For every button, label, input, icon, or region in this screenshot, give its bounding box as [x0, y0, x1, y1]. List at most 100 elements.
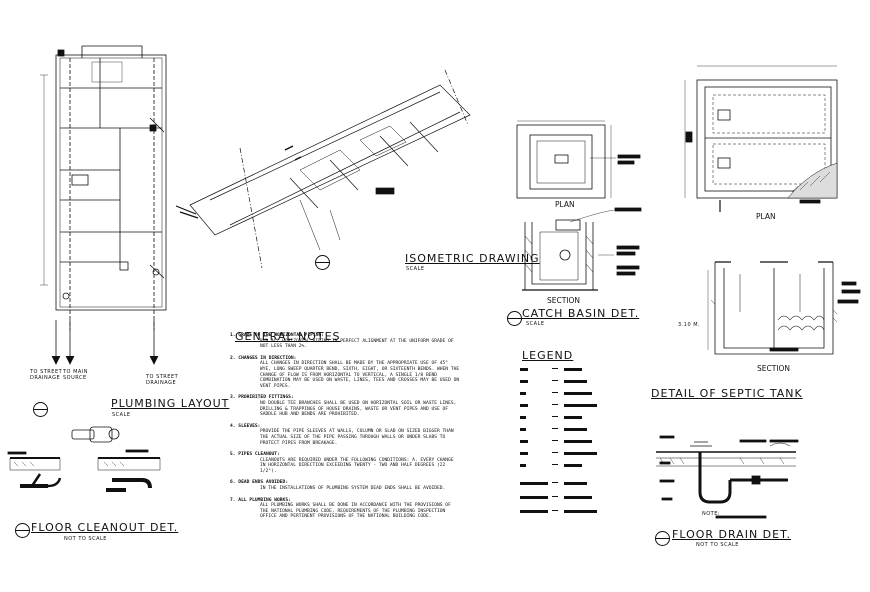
- view-marker-catch-basin: [507, 311, 522, 326]
- legend-row: [512, 416, 632, 421]
- legend-description: [564, 392, 592, 395]
- catch-basin-scale: SCALE: [526, 321, 545, 327]
- general-note-heading: 3. PROHIBITED FITTINGS:: [230, 395, 294, 401]
- view-marker-isometric: [315, 255, 330, 270]
- general-note-heading: 7. ALL PLUMBING WORKS:: [230, 497, 291, 503]
- general-note-item: 4. SLEEVES:PROVIDE THE PIPE SLEEVES AT W…: [230, 424, 460, 446]
- to-street-drainage-right: TO STREET DRAINAGE: [146, 374, 179, 386]
- general-note-item: 1. GRADE OF THE HORIZONTAL PIPING:RUN AL…: [230, 333, 460, 350]
- legend-dash: [552, 404, 558, 405]
- general-note-heading: 5. PIPES CLEANOUT:: [230, 452, 280, 458]
- legend-row: [512, 464, 632, 469]
- legend-symbol: [520, 380, 528, 383]
- legend-row: [512, 392, 632, 397]
- floor-drain-title: FLOOR DRAIN DET.: [672, 528, 792, 541]
- legend-description: [564, 464, 582, 467]
- legend-dash: [552, 392, 558, 393]
- general-note-body: NO DOUBLE TEE BRANCHES SHALL BE USED ON …: [260, 400, 457, 418]
- general-note-item: 2. CHANGES IN DIRECTION:ALL CHANGES IN D…: [230, 356, 460, 390]
- legend-symbol: [520, 392, 526, 395]
- floor-cleanout-scale: NOT TO SCALE: [64, 536, 107, 542]
- general-note-body: IN THE INSTALLATIONS OF PLUMBING SYSTEM …: [260, 486, 446, 492]
- general-note-heading: 4. SLEEVES:: [230, 423, 261, 429]
- general-note-body: ALL PLUMBING WORKS SHALL BE DONE IN ACCO…: [260, 503, 451, 520]
- legend-dash: [552, 440, 558, 441]
- legend-symbol: [520, 452, 528, 455]
- septic-section-caption: SECTION: [757, 364, 791, 373]
- septic-plan-caption: PLAN: [756, 212, 776, 221]
- general-notes-list: 1. GRADE OF THE HORIZONTAL PIPING:RUN AL…: [230, 333, 460, 526]
- legend-symbol: [520, 368, 528, 371]
- general-note-heading: 1. GRADE OF THE HORIZONTAL PIPING:: [230, 333, 325, 338]
- general-note-item: 7. ALL PLUMBING WORKS:ALL PLUMBING WORKS…: [230, 498, 460, 520]
- legend-description: [564, 482, 587, 485]
- legend-row: [512, 428, 632, 433]
- legend-dash: [552, 464, 558, 465]
- legend-description: [564, 496, 592, 499]
- septic-depth-label: 3.10 M.: [678, 322, 701, 328]
- general-note-heading: 2. CHANGES IN DIRECTION:: [230, 355, 297, 361]
- catch-basin-section-caption: SECTION: [547, 296, 581, 305]
- legend-symbol: [520, 404, 528, 407]
- legend-title: LEGEND: [522, 349, 574, 362]
- legend-symbol: [520, 464, 526, 467]
- legend-row: [512, 404, 632, 409]
- general-note-item: 6. DEAD ENDS AVOIDED:IN THE INSTALLATION…: [230, 480, 460, 491]
- legend-dash: [552, 482, 558, 483]
- legend-dash: [552, 452, 558, 453]
- legend-description: [564, 428, 587, 431]
- legend-description: [564, 404, 597, 407]
- legend-dash: [552, 416, 558, 417]
- view-marker-floor-cleanout: [15, 523, 30, 538]
- legend-symbol: [520, 428, 526, 431]
- legend-dash: [552, 428, 558, 429]
- to-street-drainage-left: TO STREET DRAINAGE: [30, 369, 63, 381]
- septic-tank-plan: [684, 65, 838, 212]
- catch-basin-plan-caption: PLAN: [555, 200, 575, 209]
- catch-basin-section: [522, 207, 642, 291]
- plumbing-layout-title: PLUMBING LAYOUT: [111, 397, 230, 410]
- septic-tank-title: DETAIL OF SEPTIC TANK: [651, 387, 803, 400]
- catch-basin-title: CATCH BASIN DET.: [522, 307, 640, 320]
- floor-drain-note-label: NOTE:: [702, 511, 721, 517]
- legend-symbol: [520, 416, 526, 419]
- floor-cleanout-detail: [7, 426, 161, 492]
- legend-symbol: [520, 510, 548, 513]
- legend-description: [564, 416, 582, 419]
- legend-description: [564, 440, 592, 443]
- general-note-item: 3. PROHIBITED FITTINGS:NO DOUBLE TEE BRA…: [230, 395, 460, 417]
- general-note-heading: 6. DEAD ENDS AVOIDED:: [230, 480, 289, 486]
- legend-description: [564, 452, 597, 455]
- plumbing-layout-plan: [40, 45, 167, 365]
- legend-row: [512, 368, 632, 373]
- legend-symbol: [520, 496, 548, 499]
- legend-row: [512, 440, 632, 445]
- floor-drain-scale: NOT TO SCALE: [696, 542, 739, 548]
- floor-drain-detail: [656, 435, 799, 519]
- legend-dash: [552, 510, 558, 511]
- septic-tank-section: [707, 261, 861, 355]
- general-notes-title: GENERAL NOTES: [235, 330, 341, 343]
- legend-description: [564, 380, 587, 383]
- view-marker-floor-drain: [655, 531, 670, 546]
- legend-row: [512, 482, 632, 487]
- floor-cleanout-title: FLOOR CLEANOUT DET.: [31, 521, 179, 534]
- general-note-body: PROVIDE THE PIPE SLEEVES AT WALLS, COLUM…: [260, 429, 454, 446]
- legend-dash: [552, 368, 558, 369]
- legend-description: [564, 510, 597, 513]
- catch-basin-plan: [516, 120, 641, 199]
- view-marker-plumbing: [33, 402, 48, 417]
- legend-row: [512, 496, 632, 501]
- to-main-source-label: TO MAIN SOURCE: [63, 369, 89, 381]
- legend-symbol: [520, 482, 548, 485]
- plumbing-layout-scale: SCALE: [112, 412, 131, 418]
- legend-row: [512, 510, 632, 515]
- legend-row: [512, 452, 632, 457]
- legend-symbol: [520, 440, 528, 443]
- legend-row: [512, 380, 632, 385]
- legend-dash: [552, 496, 558, 497]
- isometric-drawing-scale: SCALE: [406, 266, 425, 272]
- legend-description: [564, 368, 582, 371]
- general-note-body: ALL CHANGES IN DIRECTION SHALL BE MADE B…: [260, 361, 460, 389]
- general-note-body: CLEANOUTS ARE REQUIRED UNDER THE FOLLOWI…: [260, 457, 454, 474]
